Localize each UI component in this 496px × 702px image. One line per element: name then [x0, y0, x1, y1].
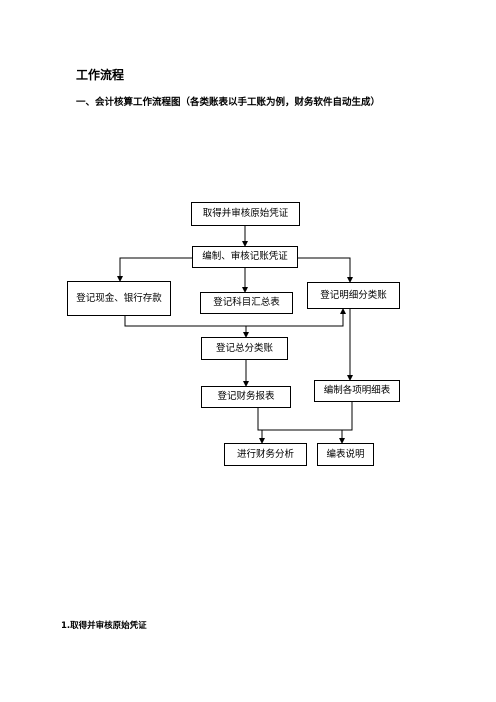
arrow-prepare-cash — [117, 257, 192, 282]
node-prepare-review-vouchers: 编制、审核记账凭证 — [192, 246, 298, 268]
node-financial-report: 登记财务报表 — [201, 386, 291, 408]
node-detail-ledger: 登记明细分类账 — [307, 282, 400, 309]
arrow-prepare-detail — [298, 257, 353, 283]
node-financial-analysis: 进行财务分析 — [224, 443, 307, 466]
node-item-schedules: 编制各项明细表 — [314, 380, 400, 402]
node-report-notes: 编表说明 — [317, 443, 374, 466]
node-general-ledger: 登记总分类账 — [201, 337, 288, 360]
node-obtain-verify-source-vouchers: 取得并审核原始凭证 — [191, 202, 300, 226]
node-cash-bank-ledger: 登记现金、银行存款 — [67, 281, 171, 316]
arrow-cash-detail — [124, 308, 346, 327]
section-subtitle: 一、会计核算工作流程图（各类账表以手工账为例，财务软件自动生成） — [76, 97, 381, 108]
node-summary-table: 登记科目汇总表 — [200, 292, 293, 314]
section-heading: 1.取得并审核原始凭证 — [61, 621, 147, 631]
connector-merge — [257, 402, 353, 431]
page-title: 工作流程 — [76, 68, 125, 82]
